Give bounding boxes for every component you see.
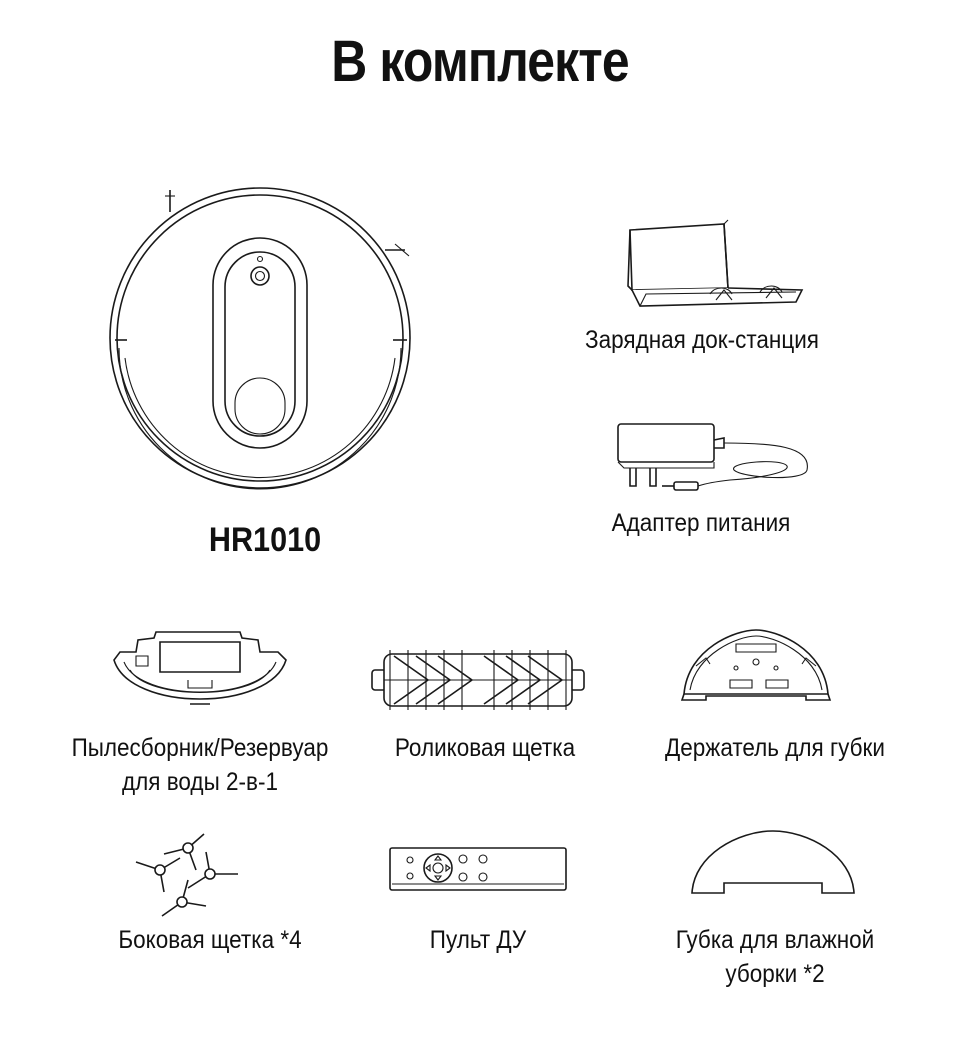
charging-dock-label: Зарядная док-станция — [585, 326, 819, 354]
sponge-label-line1: Губка для влажной — [675, 926, 875, 954]
sponge-label-line2: уборки *2 — [725, 960, 825, 988]
mop-holder-label: Держатель для губки — [665, 734, 885, 762]
side-brush-icon — [130, 830, 245, 925]
charging-dock-icon — [620, 218, 810, 310]
dustbin-tank-icon — [110, 630, 290, 715]
remote-control-label: Пульт ДУ — [429, 926, 527, 954]
mop-sponge-icon — [688, 825, 858, 899]
mop-holder-icon — [676, 628, 836, 708]
page-title: В комплекте — [331, 29, 629, 94]
side-brush-label: Боковая щетка *4 — [118, 926, 302, 954]
robot-vacuum-icon — [105, 180, 425, 500]
power-adapter-icon — [612, 418, 827, 498]
remote-control-icon — [388, 846, 568, 892]
roller-brush-label: Роликовая щетка — [394, 734, 576, 762]
dustbin-label-line1: Пылесборник/Резервуар — [71, 734, 329, 762]
power-adapter-label: Адаптер питания — [611, 509, 791, 537]
robot-model-label: HR1010 — [208, 521, 322, 559]
dustbin-label-line2: для воды 2-в-1 — [122, 768, 278, 796]
roller-brush-icon — [368, 644, 588, 718]
